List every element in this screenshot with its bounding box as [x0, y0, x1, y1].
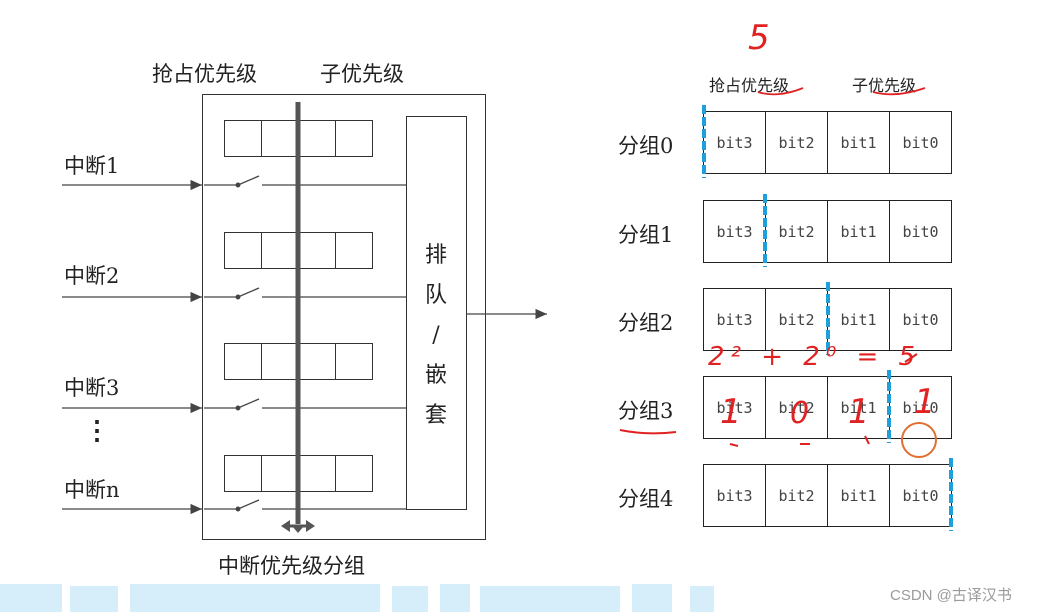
interrupt-label-2: 中断2 — [64, 264, 120, 288]
right-preempt-header: 抢占优先级 — [709, 76, 790, 95]
switch-row-2 — [204, 287, 406, 300]
interrupt-label-3: 中断3 — [64, 376, 120, 400]
group-label-4: 分组4 — [618, 487, 674, 511]
interrupt-label-n: 中断n — [64, 478, 120, 502]
group-divider-bar — [281, 102, 315, 533]
annotation-digit-1: 1 — [720, 392, 742, 432]
bottom-decoration-strip — [0, 584, 714, 612]
annotation-digit-2: 0 — [790, 396, 810, 431]
queue-nesting-box — [406, 116, 467, 510]
interrupt-label-1: 中断1 — [64, 154, 120, 178]
group-label-2: 分组2 — [618, 311, 674, 335]
annotation-scribbles — [729, 353, 918, 447]
preempt-priority-header: 抢占优先级 — [152, 62, 257, 86]
right-sub-header: 子优先级 — [852, 76, 917, 95]
diagram-caption: 中断优先级分组 — [218, 554, 365, 578]
switch-row-n — [204, 499, 406, 512]
switch-row-1 — [204, 175, 406, 188]
annotation-formula: 2² + 2⁰ = 5 — [708, 342, 922, 372]
annotation-digit-4: 1 — [914, 382, 936, 422]
bit-cell: bit0 — [889, 288, 952, 351]
group-label-0: 分组0 — [618, 134, 674, 158]
annotation-digit-3: 1 — [848, 392, 870, 432]
switch-row-3 — [204, 398, 406, 411]
ellipsis-mark: ⋮ — [84, 416, 110, 446]
queue-nesting-label: 排 队 / 嵌 套 — [424, 243, 447, 428]
highlight-circle — [901, 422, 937, 458]
bit-cell: bit0 — [889, 111, 952, 174]
group-label-3: 分组3 — [618, 399, 674, 423]
group3-underline — [619, 429, 677, 435]
group-label-1: 分组1 — [618, 223, 674, 247]
annotation-top-5: 5 — [748, 18, 770, 58]
watermark: CSDN @古译汉书 — [890, 587, 1012, 604]
sub-priority-header: 子优先级 — [320, 62, 404, 86]
bit-cell: bit0 — [889, 200, 952, 263]
